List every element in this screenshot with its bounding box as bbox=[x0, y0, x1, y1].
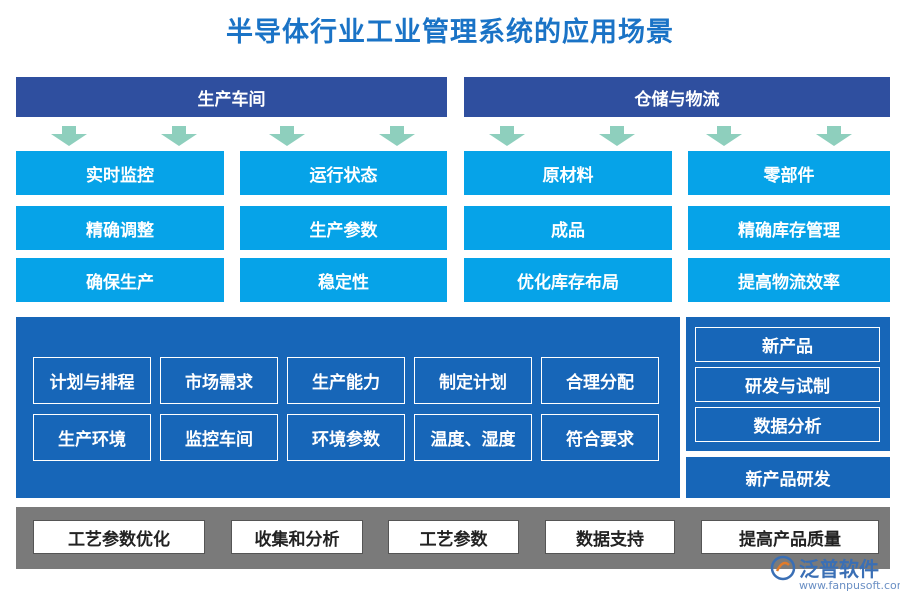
rd-footer: 新产品研发 bbox=[686, 457, 890, 498]
grid-cell: 精确调整 bbox=[16, 206, 224, 250]
grid-cell: 确保生产 bbox=[16, 258, 224, 302]
grid-cell: 生产参数 bbox=[240, 206, 447, 250]
logo-icon bbox=[770, 555, 796, 581]
planning-box: 制定计划 bbox=[414, 357, 532, 404]
planning-box: 市场需求 bbox=[160, 357, 278, 404]
grid-cell: 提高物流效率 bbox=[688, 258, 890, 302]
down-arrow-icon bbox=[51, 126, 87, 146]
section-header-logistics: 仓储与物流 bbox=[464, 77, 890, 117]
planning-box: 生产能力 bbox=[287, 357, 405, 404]
rd-item: 数据分析 bbox=[695, 407, 880, 442]
down-arrow-icon bbox=[269, 126, 305, 146]
down-arrow-icon bbox=[599, 126, 635, 146]
grid-cell: 优化库存布局 bbox=[464, 258, 672, 302]
rd-item: 新产品 bbox=[695, 327, 880, 362]
down-arrow-icon bbox=[379, 126, 415, 146]
planning-box: 监控车间 bbox=[160, 414, 278, 461]
process-box: 收集和分析 bbox=[231, 520, 363, 554]
down-arrow-icon bbox=[706, 126, 742, 146]
down-arrow-icon bbox=[161, 126, 197, 146]
rd-item: 研发与试制 bbox=[695, 367, 880, 402]
grid-cell: 运行状态 bbox=[240, 151, 447, 195]
process-box: 数据支持 bbox=[545, 520, 675, 554]
section-header-workshop: 生产车间 bbox=[16, 77, 447, 117]
grid-cell: 成品 bbox=[464, 206, 672, 250]
planning-box: 符合要求 bbox=[541, 414, 659, 461]
process-box: 工艺参数 bbox=[388, 520, 519, 554]
grid-cell: 精确库存管理 bbox=[688, 206, 890, 250]
down-arrow-icon bbox=[489, 126, 525, 146]
grid-cell: 原材料 bbox=[464, 151, 672, 195]
planning-box: 生产环境 bbox=[33, 414, 151, 461]
planning-box: 环境参数 bbox=[287, 414, 405, 461]
brand-logo: 泛普软件 www.fanpusoft.com bbox=[770, 553, 900, 597]
rd-panel bbox=[686, 317, 890, 451]
planning-box: 计划与排程 bbox=[33, 357, 151, 404]
down-arrow-icon bbox=[816, 126, 852, 146]
grid-cell: 实时监控 bbox=[16, 151, 224, 195]
planning-box: 温度、湿度 bbox=[414, 414, 532, 461]
logo-url: www.fanpusoft.com bbox=[799, 579, 900, 592]
planning-box: 合理分配 bbox=[541, 357, 659, 404]
process-box: 工艺参数优化 bbox=[33, 520, 205, 554]
grid-cell: 零部件 bbox=[688, 151, 890, 195]
logo-name: 泛普软件 bbox=[799, 557, 879, 581]
page-title: 半导体行业工业管理系统的应用场景 bbox=[226, 17, 674, 48]
grid-cell: 稳定性 bbox=[240, 258, 447, 302]
process-box: 提高产品质量 bbox=[701, 520, 879, 554]
planning-panel bbox=[16, 317, 680, 498]
